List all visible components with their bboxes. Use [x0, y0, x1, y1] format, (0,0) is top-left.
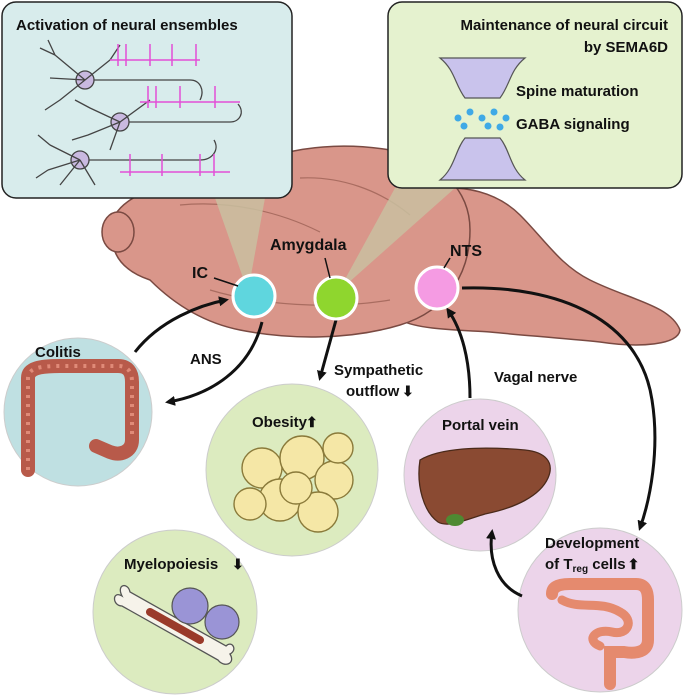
region-amygdala: Amygdala [270, 237, 359, 321]
brain-fold [209, 289, 391, 306]
sympathetic-label-line1: Sympathetic [334, 362, 423, 379]
obesity-label: Obesity [252, 414, 308, 431]
callout-maintenance: Maintenance of neural circuit by SEMA6D … [338, 1, 683, 292]
region-ic: IC [192, 265, 277, 319]
spike-train [110, 44, 240, 176]
callout-box [387, 1, 683, 189]
sympathetic-label-line2: outflow [346, 383, 400, 400]
spine-maturation-label: Spine maturation [516, 83, 639, 100]
nts-label: NTS [450, 243, 482, 260]
obesity-up-indicator: ⬆ [306, 414, 318, 430]
callout-title-line2: by SEMA6D [584, 39, 668, 56]
portal-vein-label: Portal vein [442, 417, 519, 434]
presynaptic-terminal [438, 57, 527, 99]
intestine-illustration [546, 578, 654, 690]
treg-label-line2: of Treg cells⬆ [545, 556, 639, 575]
treg-up-indicator: ⬆ [628, 556, 640, 572]
liver-illustration [418, 447, 551, 525]
colitis-panel: Colitis [3, 337, 153, 487]
gaba-signaling-label: GABA signaling [516, 116, 630, 133]
callout-title: Activation of neural ensembles [16, 17, 238, 34]
arrow-nts-to-treg [461, 286, 657, 531]
myelopoiesis-down-indicator: ⬇ [232, 556, 244, 572]
brain [101, 145, 681, 346]
arrow-colitis-to-ic [133, 296, 229, 353]
treg-panel: Development of Treg cells⬆ [517, 527, 683, 693]
amygdala-label: Amygdala [270, 237, 347, 254]
neuron-ensemble [35, 39, 242, 186]
sympathetic-down-indicator: ⬇ [402, 383, 414, 399]
region-nts: NTS [414, 243, 482, 311]
bone-illustration [113, 585, 235, 665]
arrow-amygdala-to-obesity [317, 319, 338, 381]
ans-label: ANS [190, 351, 222, 368]
olfactory-bulb [101, 211, 135, 253]
treg-suffix: cells [588, 556, 626, 573]
callout-pointer [215, 198, 265, 292]
vesicles [454, 108, 510, 131]
treg-label-line1: Development [545, 535, 639, 552]
arrow-ic-to-colitis [165, 321, 264, 406]
vagal-nerve-label: Vagal nerve [494, 369, 577, 386]
obesity-panel: Obesity ⬆ [205, 383, 379, 557]
myelopoiesis-label: Myelopoiesis [124, 556, 218, 573]
portal-vein-panel: Portal vein [403, 398, 557, 552]
treg-prefix: of T [545, 556, 573, 573]
arrows [133, 286, 657, 598]
arrow-portal-to-nts [446, 307, 472, 399]
colitis-label: Colitis [35, 344, 81, 361]
callout-pointer [338, 188, 455, 292]
ic-label: IC [192, 265, 208, 282]
arrow-treg-to-portal [486, 529, 523, 598]
postsynaptic-terminal [438, 137, 527, 181]
myelopoiesis-panel: Myelopoiesis ⬇ [92, 529, 258, 695]
myeloid-cells [171, 587, 240, 640]
adipocyte-cluster [233, 432, 354, 533]
treg-subscript: reg [573, 564, 589, 575]
callout-activation: Activation of neural ensembles [1, 1, 293, 292]
callout-box [1, 1, 293, 199]
callout-title-line1: Maintenance of neural circuit [460, 17, 668, 34]
